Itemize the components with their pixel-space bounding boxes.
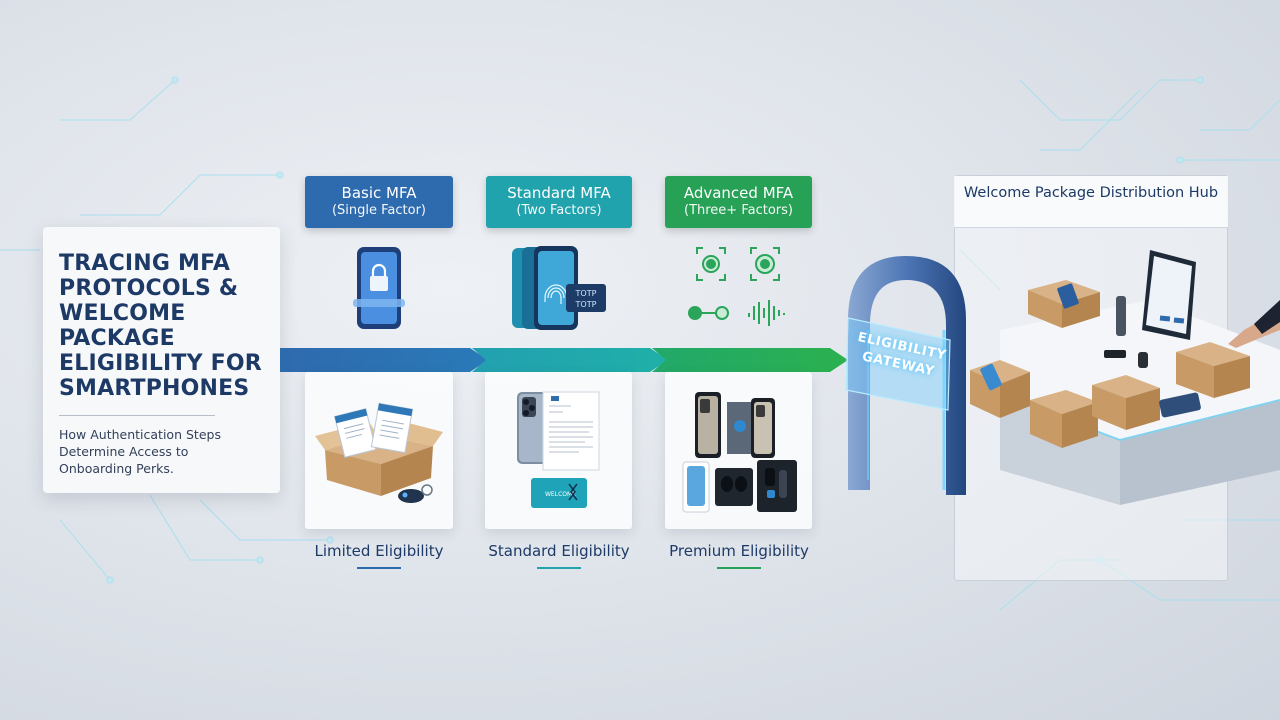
- eligibility-gateway-arch: [845, 256, 966, 495]
- eligibility-underline: [357, 567, 401, 569]
- package-panel-premium: [665, 372, 812, 529]
- tablet-icon: [1142, 250, 1196, 340]
- stage-title: Basic MFA: [341, 184, 417, 202]
- stage-basic-mfa: Basic MFA (Single Factor): [305, 176, 453, 228]
- welcome-letter-illustration: [542, 391, 600, 471]
- smartphone-illustration: [517, 392, 547, 464]
- eligibility-label: Limited Eligibility: [314, 542, 444, 560]
- page-subtitle: How Authentication Steps Determine Acces…: [59, 427, 221, 476]
- stage-title: Standard MFA: [507, 184, 611, 202]
- arrow-advanced: [652, 348, 848, 372]
- stage-detail: (Two Factors): [516, 203, 602, 218]
- package-panel-standard: WELCOME: [485, 372, 632, 529]
- stage-title: Advanced MFA: [683, 184, 794, 202]
- eligibility-label: Premium Eligibility: [669, 542, 809, 560]
- eligibility-underline: [537, 567, 581, 569]
- stage-standard-mfa: Standard MFA (Two Factors): [486, 176, 632, 228]
- package-panel-limited: [305, 372, 453, 529]
- welcome-card-illustration: WELCOME: [531, 478, 587, 508]
- eligibility-underline: [717, 567, 761, 569]
- page-title: TRACING MFA PROTOCOLS & WELCOME PACKAGE …: [59, 251, 262, 401]
- arrow-basic: [280, 348, 488, 372]
- welcome-box-illustration: [315, 402, 443, 496]
- stage-detail: (Three+ Factors): [684, 203, 793, 218]
- arrow-standard: [472, 348, 668, 372]
- stage-detail: (Single Factor): [331, 203, 427, 218]
- eligibility-standard: Standard Eligibility: [485, 541, 633, 569]
- key-fob-icon: [398, 484, 433, 503]
- eligibility-limited: Limited Eligibility: [305, 541, 453, 569]
- eligibility-label: Standard Eligibility: [488, 542, 630, 560]
- hub-title: Welcome Package Distribution Hub: [954, 176, 1228, 228]
- phone-box-illustration: [695, 392, 775, 458]
- card-text: WELCOME: [545, 491, 576, 498]
- stage-advanced-mfa: Advanced MFA (Three+ Factors): [665, 176, 812, 228]
- hub-scene-illustration: [970, 250, 1280, 505]
- eligibility-premium: Premium Eligibility: [665, 541, 813, 569]
- flow-arrows: [280, 348, 848, 372]
- title-card: TRACING MFA PROTOCOLS & WELCOME PACKAGE …: [43, 227, 280, 493]
- accessories-illustration: [682, 460, 797, 513]
- title-divider: [59, 415, 215, 416]
